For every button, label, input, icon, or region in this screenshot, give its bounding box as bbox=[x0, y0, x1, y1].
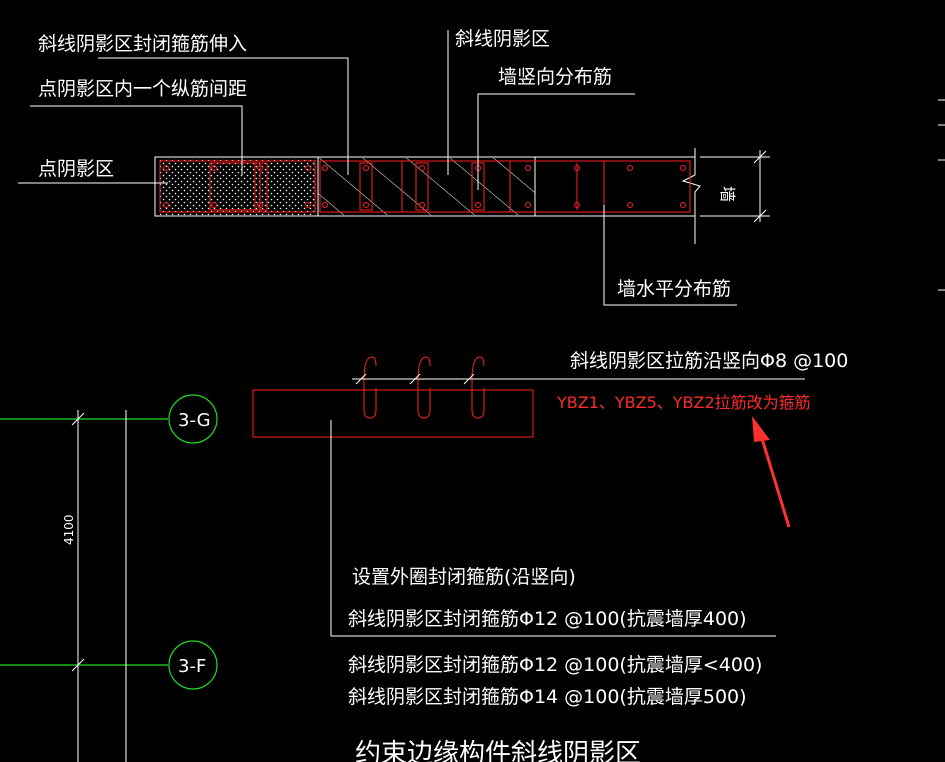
wall-outline bbox=[154, 156, 695, 217]
label-stirrup-400: 斜线阴影区封闭箍筋Φ12 @100(抗震墙厚400) bbox=[348, 608, 747, 630]
leader-lines bbox=[18, 30, 737, 306]
label-stirrup-500: 斜线阴影区封闭箍筋Φ14 @100(抗震墙厚500) bbox=[348, 686, 747, 708]
hatched-shadow-zone bbox=[318, 158, 535, 215]
section-heading: 约束边缘构件斜线阴影区 bbox=[355, 739, 641, 762]
label-vertical-rebar: 墙竖向分布筋 bbox=[498, 66, 612, 88]
tie-detail[interactable] bbox=[252, 356, 805, 637]
tie-section-outline bbox=[252, 389, 534, 438]
label-dotted-one-spacing: 点阴影区内一个纵筋间距 bbox=[38, 78, 247, 100]
axis-label-3f: 3-F bbox=[178, 656, 206, 677]
label-horizontal-rebar: 墙水平分布筋 bbox=[617, 278, 731, 300]
annotation-red-note[interactable]: YBZ1、YBZ5、YBZ2拉筋改为箍筋 bbox=[556, 393, 811, 412]
dotted-shadow-zone bbox=[160, 158, 316, 215]
axis-bubble-3f[interactable] bbox=[168, 640, 218, 690]
label-dotted-zone: 点阴影区 bbox=[38, 158, 114, 180]
wall-thickness-dimension bbox=[700, 150, 770, 223]
axis-dimension: 4100 bbox=[62, 514, 76, 545]
hook-ties bbox=[363, 356, 485, 419]
axis-grid[interactable] bbox=[0, 394, 218, 762]
break-line bbox=[681, 148, 701, 244]
label-stirrup-lt400: 斜线阴影区封闭箍筋Φ12 @100(抗震墙厚<400) bbox=[348, 654, 762, 676]
label-hatched-stirrup-extend: 斜线阴影区封闭箍筋伸入 bbox=[38, 33, 247, 55]
label-outer-stirrup: 设置外圈封闭箍筋(沿竖向) bbox=[352, 566, 576, 588]
label-tie-spec: 斜线阴影区拉筋沿竖向Φ8 @100 bbox=[570, 350, 848, 372]
wall-label: 墙 bbox=[718, 186, 737, 202]
annotation-arrow[interactable] bbox=[752, 416, 791, 528]
label-hatched-zone: 斜线阴影区 bbox=[455, 28, 550, 50]
axis-bubble-3g[interactable] bbox=[168, 394, 218, 444]
viewport-edge-ticks bbox=[938, 99, 945, 291]
wall-section-detail[interactable]: 墙 bbox=[18, 30, 770, 306]
axis-label-3g: 3-G bbox=[178, 410, 211, 431]
